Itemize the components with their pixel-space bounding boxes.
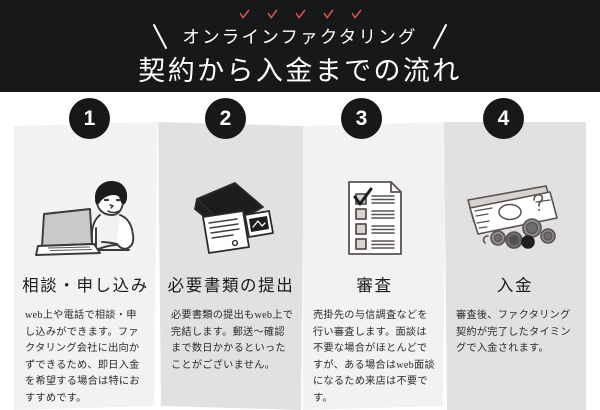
- step-card-2: 必要書類の提出 必要書類の提出もweb上で完結します。郵送〜確認まで数日かかると…: [158, 122, 304, 410]
- header-eyebrow: オンラインファクタリング: [182, 26, 418, 47]
- header-banner: オンラインファクタリング 契約から入金までの流れ: [0, 0, 600, 92]
- step-number-badge-3: 3: [341, 98, 382, 139]
- step-body-4: 審査後、ファクタリング契約が完了したタイミングで入金されます。: [456, 310, 571, 355]
- check-icon: [323, 9, 333, 18]
- step-body-1: web上や電話で相談・申し込みができます。ファクタリング会社に出向かずできるため…: [25, 310, 140, 404]
- check-icon: [267, 9, 277, 18]
- header-headline: 契約から入金までの流れ: [138, 56, 462, 86]
- check-icon: [239, 9, 249, 18]
- envelope-documents-icon: [158, 174, 304, 262]
- check-icon: [351, 9, 361, 18]
- step-title-4: 入金: [496, 276, 534, 295]
- left-slash-icon: [153, 23, 168, 49]
- step-number-badge-4: 4: [483, 98, 524, 139]
- step-title-2: 必要書類の提出: [167, 276, 295, 295]
- checkmark-decoration-row: [0, 6, 600, 22]
- step-card-4: 入金 審査後、ファクタリング契約が完了したタイミングで入金されます。: [444, 122, 586, 410]
- step-title-3: 審査: [356, 276, 393, 295]
- checklist-document-icon: [303, 174, 446, 262]
- right-slash-icon: [432, 23, 447, 49]
- step-body-3: 売掛先の与信調査などを行い審査します。面談は不要な場合がほとんどですが、ある場合…: [313, 310, 435, 404]
- step-number-badge-2: 2: [205, 98, 246, 139]
- step-body-2: 必要書類の提出もweb上で完結します。郵送〜確認まで数日かかるといったことがござ…: [171, 310, 294, 371]
- card-shape-3: [303, 122, 446, 410]
- step-title-1: 相談・申し込み: [22, 276, 149, 295]
- step-card-3: 審査 売掛先の与信調査などを行い審査します。面談は不要な場合がほとんどですが、あ…: [303, 122, 446, 410]
- eyebrow-row: オンラインファクタリング: [0, 20, 600, 52]
- banknotes-coins-icon: [444, 174, 586, 262]
- step-number-badge-1: 1: [69, 98, 110, 139]
- check-icon: [295, 9, 305, 18]
- steps-row: 相談・申し込み web上や電話で相談・申し込みができます。ファクタリング会社に出…: [0, 92, 600, 410]
- person-laptop-icon: [14, 174, 157, 262]
- card-shape-2: [158, 122, 304, 410]
- step-card-1: 相談・申し込み web上や電話で相談・申し込みができます。ファクタリング会社に出…: [14, 122, 157, 410]
